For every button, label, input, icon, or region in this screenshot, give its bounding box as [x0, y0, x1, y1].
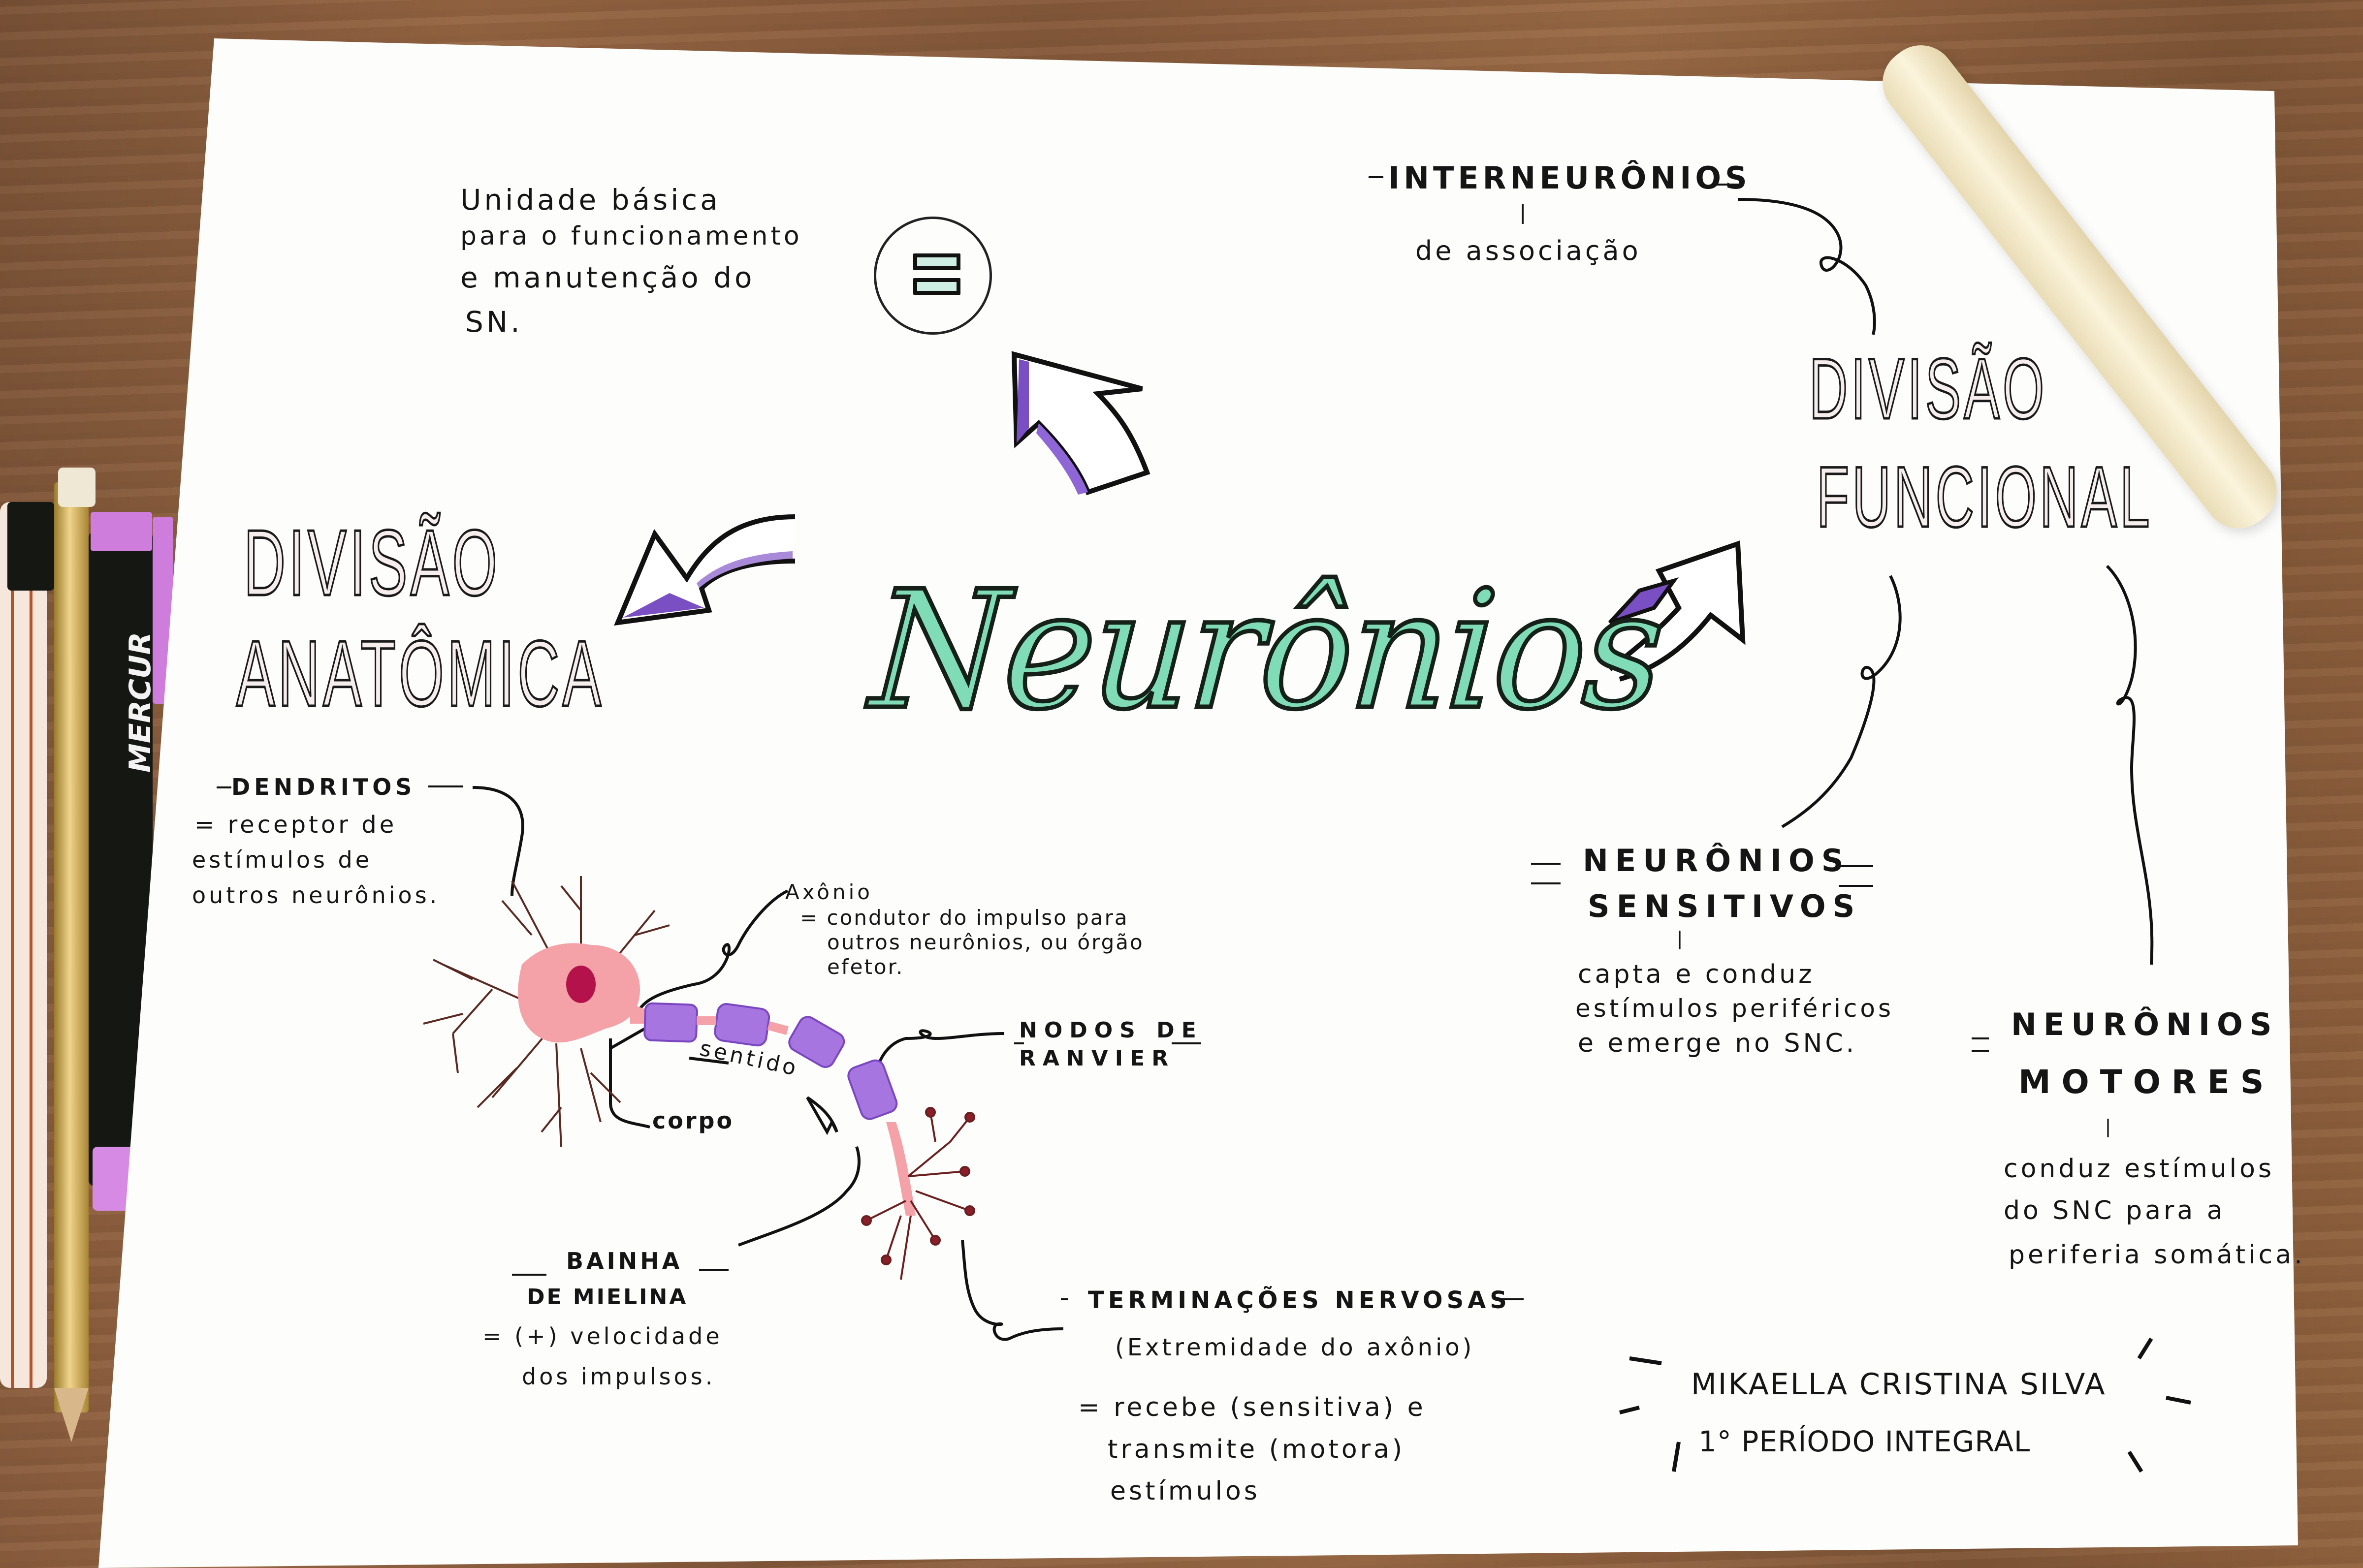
- definition-line-3: e manutenção do: [460, 261, 755, 294]
- motor-neurons-connector: |: [2102, 1117, 2114, 1139]
- sensory-neurons-line-1: capta e conduz: [1578, 960, 1815, 989]
- nerve-terminals-subtitle: (Extremidade do axônio): [1115, 1334, 1475, 1361]
- pencil-cap-black: [7, 502, 54, 591]
- axon-terminal: [886, 1122, 916, 1216]
- neuron-dendrites: [423, 876, 670, 1147]
- dendrites-heading: DENDRITOS: [231, 774, 416, 800]
- axon-line-3: efetor.: [827, 955, 904, 979]
- nerve-terminals-heading: TERMINAÇÕES NERVOSAS: [1088, 1286, 1511, 1314]
- dendrites-line-3: outros neurônios.: [192, 882, 440, 909]
- myelin-sheath-desc-2: dos impulsos.: [522, 1363, 716, 1390]
- axon-heading: Axônio: [785, 880, 873, 904]
- neuron-nucleus: [566, 966, 596, 1003]
- pencil-eraser: [58, 468, 96, 507]
- anatomical-division-line1: DIVISÃO: [243, 510, 501, 617]
- nerve-terminals-line-3: estímulos: [1110, 1476, 1260, 1506]
- dendrites-line-1: = receptor de: [194, 811, 397, 839]
- signature-decoration-marks: [1619, 1337, 2191, 1473]
- myelin-sheath-line-2: DE MIELINA: [527, 1285, 688, 1310]
- nodes-of-ranvier-line-2: RANVIER: [1019, 1046, 1176, 1071]
- axon-line-1: = condutor do impulso para: [800, 906, 1129, 930]
- motor-neurons-heading-1: NEURÔNIOS: [2011, 1006, 2279, 1042]
- pencil-gold: [54, 482, 89, 1412]
- anatomical-division-line2: ANATÔMICA: [235, 621, 605, 727]
- nerve-terminals-line-2: transmite (motora): [1108, 1435, 1405, 1464]
- author-name: MIKAELLA CRISTINA SILVA: [1691, 1367, 2107, 1402]
- sensory-neurons-connector: |: [1674, 929, 1686, 951]
- myelin-sheath-line-1: BAINHA: [566, 1248, 683, 1274]
- interneurons-connector: |: [1516, 202, 1530, 226]
- interneurons-heading: INTERNEURÔNIOS: [1388, 160, 1751, 196]
- arrow-up-icon: [1011, 351, 1150, 496]
- motor-neurons-line-2: do SNC para a: [2004, 1196, 2226, 1225]
- axon-terminal-branches: [861, 1107, 975, 1280]
- cell-body-label: corpo: [652, 1107, 734, 1134]
- motor-neurons-line-3: periferia somática.: [2009, 1240, 2305, 1270]
- dendrites-line-2: estímulos de: [192, 847, 373, 873]
- definition-line-2: para o funcionamento: [460, 221, 802, 251]
- definition-line-1: Unidade básica: [460, 183, 721, 217]
- functional-division-line1: DIVISÃO: [1808, 340, 2047, 439]
- author-period: 1° PERÍODO INTEGRAL: [1698, 1425, 2031, 1458]
- motor-neurons-heading-2: MOTORES: [2018, 1063, 2275, 1101]
- axon-line-2: outros neurônios, ou órgão: [827, 930, 1144, 954]
- interneurons-description: de associação: [1415, 235, 1641, 266]
- sensory-neurons-heading-2: SENSITIVOS: [1588, 888, 1862, 924]
- sensory-neurons-line-3: e emerge no SNC.: [1578, 1029, 1857, 1058]
- nerve-terminals-line-1: = recebe (sensitiva) e: [1078, 1393, 1426, 1422]
- pencil-tip: [54, 1388, 89, 1442]
- nodes-of-ranvier-line-1: NODOS DE: [1019, 1018, 1203, 1043]
- myelin-sheath-desc-1: = (+) velocidade: [482, 1323, 723, 1349]
- equals-circle-icon: [874, 217, 992, 335]
- sensory-neurons-line-2: estímulos periféricos: [1575, 994, 1894, 1023]
- functional-division-line2: FUNCIONAL: [1816, 448, 2153, 547]
- pencil-striped: [0, 502, 47, 1388]
- arrow-left-down-icon: [614, 514, 796, 626]
- definition-line-4: SN.: [465, 305, 523, 339]
- sensory-neurons-heading-1: NEURÔNIOS: [1583, 843, 1851, 878]
- motor-neurons-line-1: conduz estímulos: [2004, 1154, 2275, 1184]
- main-title-neuronios: Neurônios: [864, 554, 1669, 748]
- mercur-pen-cap: [91, 512, 152, 551]
- arrow-right-up-icon: [1608, 540, 1746, 682]
